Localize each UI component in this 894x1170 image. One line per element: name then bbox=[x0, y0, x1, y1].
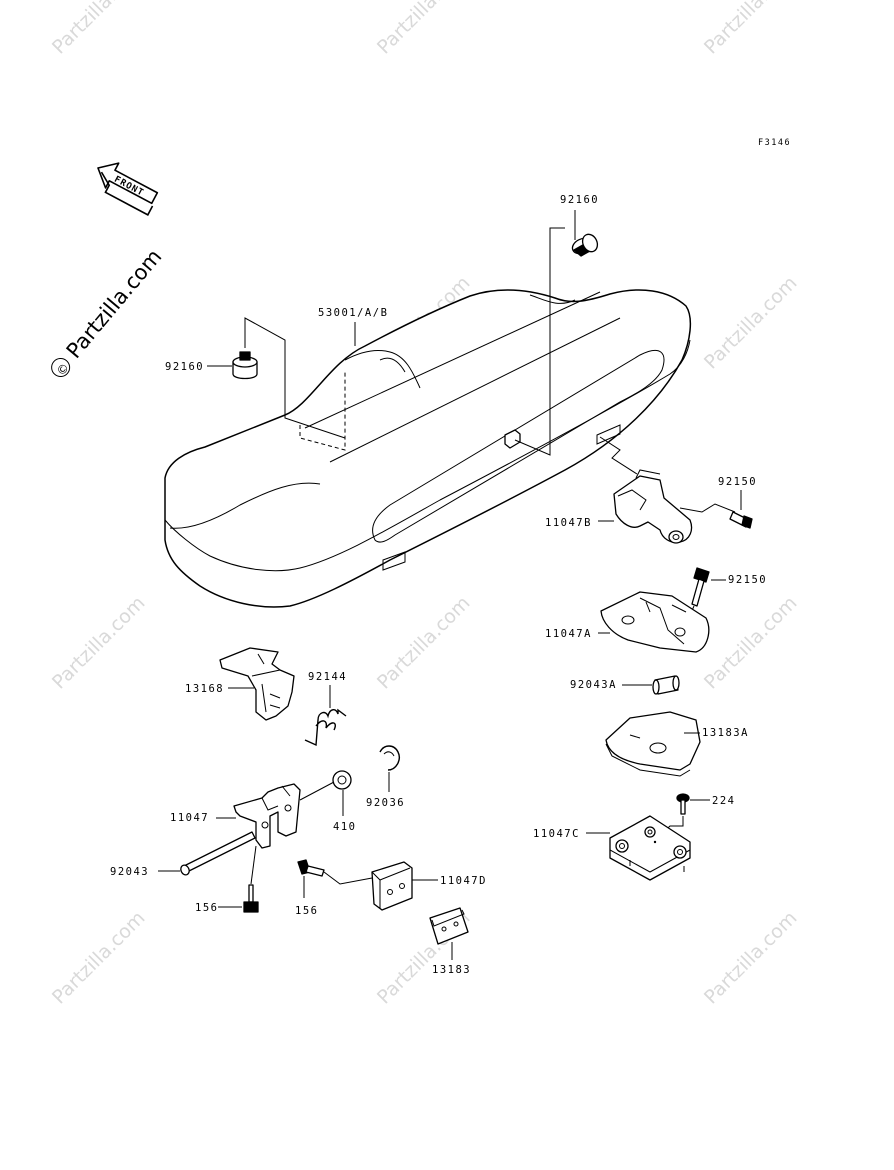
seat-53001 bbox=[164, 289, 692, 608]
part-11047a bbox=[600, 591, 710, 653]
watermark-text: Partzilla.com bbox=[700, 0, 802, 59]
part-11047 bbox=[233, 783, 301, 849]
watermark-text: Partzilla.com bbox=[700, 592, 802, 694]
part-11047c bbox=[609, 815, 691, 881]
watermark-text: Partzilla.com bbox=[48, 592, 150, 694]
watermark-text: Partzilla.com bbox=[373, 592, 475, 694]
part-92043 bbox=[180, 831, 256, 876]
label-13183: 13183 bbox=[432, 964, 471, 976]
brand-watermark-text: Partzilla.com bbox=[62, 245, 167, 363]
watermark-text: Partzilla.com bbox=[373, 0, 475, 59]
label-410: 410 bbox=[333, 821, 356, 833]
watermark-text: Partzilla.com bbox=[48, 907, 150, 1009]
part-224 bbox=[676, 793, 690, 815]
watermark-text: Partzilla.com bbox=[700, 272, 802, 374]
part-11047d bbox=[371, 861, 413, 911]
part-13183a bbox=[605, 711, 701, 777]
part-92144 bbox=[304, 708, 347, 747]
label-156-mid: 156 bbox=[295, 905, 318, 917]
label-11047b: 11047B bbox=[545, 517, 592, 529]
label-92150-b: 92150 bbox=[728, 574, 767, 586]
part-156-left bbox=[243, 884, 259, 913]
label-53001: 53001/A/B bbox=[318, 307, 388, 319]
label-92150-a: 92150 bbox=[718, 476, 757, 488]
part-11047b bbox=[613, 469, 693, 544]
label-13168: 13168 bbox=[185, 683, 224, 695]
brand-watermark: © Partzilla.com bbox=[51, 245, 167, 379]
label-92160-left: 92160 bbox=[165, 361, 204, 373]
label-92036: 92036 bbox=[366, 797, 405, 809]
copyright-circle bbox=[51, 358, 71, 378]
part-156-mid bbox=[297, 859, 325, 877]
front-arrow: FRONT bbox=[97, 162, 159, 216]
label-11047: 11047 bbox=[170, 812, 209, 824]
part-92160-left bbox=[232, 351, 258, 380]
figure-code: F3146 bbox=[758, 138, 791, 148]
watermark-text: Partzilla.com bbox=[48, 0, 150, 59]
part-92036 bbox=[379, 745, 400, 771]
label-92144: 92144 bbox=[308, 671, 347, 683]
part-13168 bbox=[219, 647, 295, 721]
label-92043: 92043 bbox=[110, 866, 149, 878]
part-92150-a bbox=[729, 511, 753, 529]
part-92150-b bbox=[691, 567, 710, 607]
watermark-text: Partzilla.com bbox=[700, 907, 802, 1009]
label-156-left: 156 bbox=[195, 902, 218, 914]
label-13183a: 13183A bbox=[702, 727, 749, 739]
label-92043a: 92043A bbox=[570, 679, 617, 691]
part-13183 bbox=[429, 907, 469, 945]
label-224: 224 bbox=[712, 795, 735, 807]
part-92160-top bbox=[571, 233, 599, 257]
part-92043a bbox=[652, 675, 680, 695]
label-11047c: 11047C bbox=[533, 828, 580, 840]
part-410 bbox=[332, 770, 352, 790]
label-11047a: 11047A bbox=[545, 628, 592, 640]
label-11047d: 11047D bbox=[440, 875, 487, 887]
label-92160-top: 92160 bbox=[560, 194, 599, 206]
